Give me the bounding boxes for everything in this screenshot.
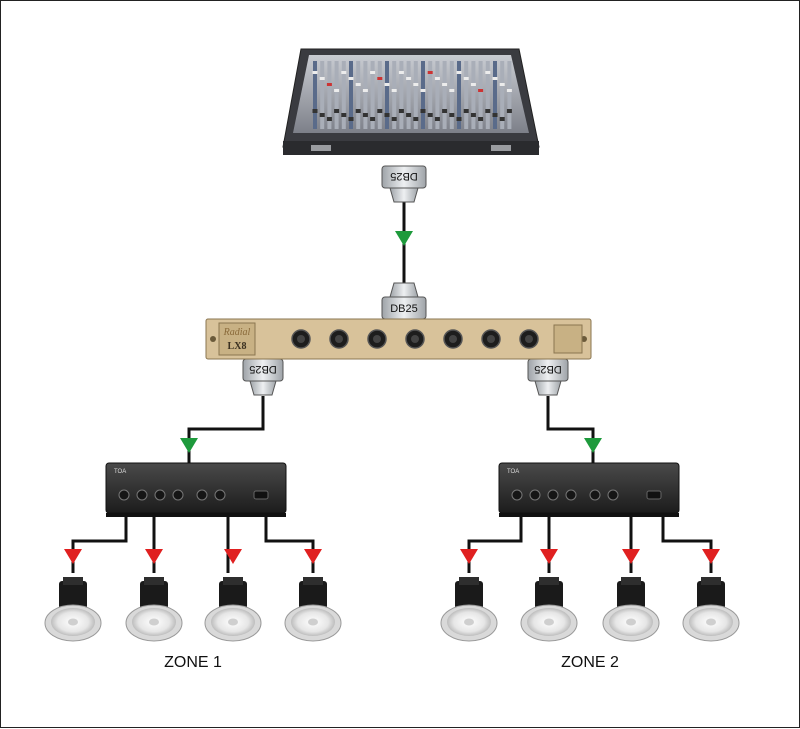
amplifier-zone-1: TOA [105, 462, 287, 517]
amp-knob-icon [529, 489, 541, 501]
ceiling-speaker-icon [520, 577, 578, 642]
ceiling-speaker-icon [682, 577, 740, 642]
amp-knob-icon [214, 489, 226, 501]
db25-connector-splitter-out-right: DB25 [527, 358, 569, 396]
mixing-console [282, 48, 540, 155]
db25-connector-splitter-in: DB25 [381, 282, 427, 320]
amp-brand-zone-2: TOA [507, 469, 519, 475]
amp-knob-icon [589, 489, 601, 501]
amplifier-zone-2: TOA [498, 462, 680, 517]
red-arrow-icon [304, 549, 322, 564]
splitter-brand: Radial [223, 327, 251, 338]
amp-knob-icon [565, 489, 577, 501]
red-arrow-icon [540, 549, 558, 564]
green-arrow-icon [584, 438, 602, 453]
db25-connector-splitter-out-left: DB25 [242, 358, 284, 396]
amp-knob-icon [154, 489, 166, 501]
ceiling-speaker-icon [284, 577, 342, 642]
amp-knob-icon [196, 489, 208, 501]
red-arrows [64, 549, 720, 564]
ceiling-speaker-icon [440, 577, 498, 642]
xlr-jack-row [291, 329, 577, 349]
ceiling-speaker-icon [125, 577, 183, 642]
db25-label-mixer-out: DB25 [390, 170, 418, 182]
db25-label-splitter-out-left: DB25 [249, 363, 277, 375]
amp-brand-zone-1: TOA [114, 469, 126, 475]
red-arrow-icon [460, 549, 478, 564]
amp-knob-icon [607, 489, 619, 501]
red-arrow-icon [224, 549, 242, 564]
amp-knob-icon [547, 489, 559, 501]
zone-2-label: ZONE 2 [561, 654, 619, 671]
amp-knob-icon [172, 489, 184, 501]
amp-knob-icon [511, 489, 523, 501]
amp-knob-icon [118, 489, 130, 501]
ceiling-speakers [44, 577, 740, 642]
amp-knob-icon [136, 489, 148, 501]
db25-label-splitter-out-right: DB25 [534, 363, 562, 375]
green-arrows [180, 231, 602, 453]
db25-connector-mixer-out: DB25 [381, 165, 427, 203]
cables [71, 201, 713, 573]
splitter-model: LX8 [228, 341, 247, 352]
splitter-rack-unit: Radial LX8 [205, 318, 592, 360]
ceiling-speaker-icon [204, 577, 262, 642]
red-arrow-icon [622, 549, 640, 564]
db25-label-splitter-in: DB25 [390, 303, 418, 315]
red-arrow-icon [702, 549, 720, 564]
green-arrow-icon [395, 231, 413, 246]
red-arrow-icon [64, 549, 82, 564]
zone-1-label: ZONE 1 [164, 654, 222, 671]
green-arrow-icon [180, 438, 198, 453]
red-arrow-icon [145, 549, 163, 564]
ceiling-speaker-icon [602, 577, 660, 642]
ceiling-speaker-icon [44, 577, 102, 642]
